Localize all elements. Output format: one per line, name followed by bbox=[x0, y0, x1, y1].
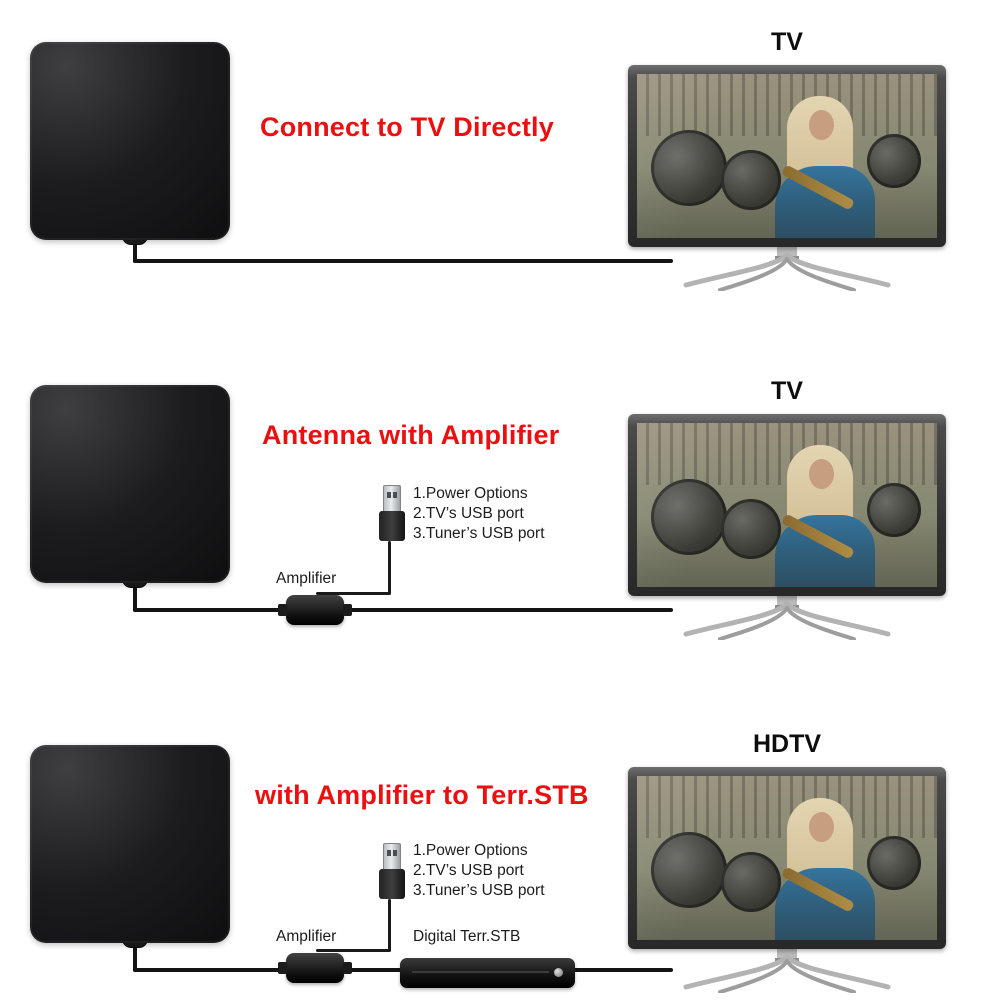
scene-shield bbox=[867, 483, 921, 537]
scene-haze bbox=[637, 870, 937, 940]
scene-banners bbox=[637, 423, 937, 485]
tv-screen-image bbox=[637, 74, 937, 238]
scene-shield bbox=[651, 130, 727, 206]
tv-label: TV bbox=[771, 377, 803, 405]
scene-figure-face bbox=[809, 110, 834, 140]
scene-figure-hair bbox=[787, 798, 853, 914]
scene-shield bbox=[721, 852, 781, 912]
section-title: with Amplifier to Terr.STB bbox=[255, 780, 589, 810]
tv-screen-image bbox=[637, 423, 937, 587]
usb-option: 1.Power Options bbox=[413, 842, 528, 859]
usb-option: 3.Tuner’s USB port bbox=[413, 881, 545, 899]
usb-options-list: 1.Power Options 2.TV’s USB port 3.Tuner’… bbox=[413, 484, 545, 543]
usb-plug-body bbox=[379, 869, 405, 899]
usb-cable-vertical bbox=[388, 899, 391, 951]
scene-shield bbox=[651, 832, 727, 908]
scene-horn bbox=[780, 866, 856, 913]
set-top-box bbox=[400, 958, 575, 988]
amplifier-box bbox=[278, 953, 352, 983]
scene-shield bbox=[651, 479, 727, 555]
usb-option: 1.Power Options bbox=[413, 485, 528, 502]
scene-figure-dress bbox=[775, 166, 875, 238]
scene-figure-hair bbox=[787, 445, 853, 561]
amplifier-label: Amplifier bbox=[276, 570, 337, 587]
scene-shield bbox=[867, 836, 921, 890]
usb-options-list: 1.Power Options 2.TV’s USB port 3.Tuner’… bbox=[413, 841, 545, 900]
cable-vertical bbox=[133, 946, 137, 972]
antenna-panel bbox=[30, 42, 230, 240]
amplifier-box bbox=[278, 595, 352, 625]
scene-shield bbox=[721, 499, 781, 559]
tv-screen-image bbox=[637, 776, 937, 940]
cable-vertical bbox=[133, 586, 137, 612]
cable-horizontal bbox=[133, 608, 673, 612]
amplifier-label: Amplifier bbox=[276, 928, 337, 945]
tv-label: TV bbox=[771, 28, 803, 56]
tv-stand bbox=[683, 596, 891, 640]
usb-plug-metal bbox=[383, 485, 401, 511]
usb-plug-metal bbox=[383, 843, 401, 869]
section-title: Antenna with Amplifier bbox=[262, 420, 560, 450]
scene-figure-face bbox=[809, 812, 834, 842]
usb-plug-body bbox=[379, 511, 405, 541]
scene-banners bbox=[637, 776, 937, 838]
scene-horn bbox=[780, 164, 856, 211]
section-connect-direct: Connect to TV Directly TV bbox=[0, 0, 1000, 345]
cable-vertical bbox=[133, 243, 137, 263]
scene-figure-dress bbox=[775, 868, 875, 940]
usb-option: 3.Tuner’s USB port bbox=[413, 524, 545, 542]
scene-figure-hair bbox=[787, 96, 853, 212]
scene-haze bbox=[637, 517, 937, 587]
tv-label: HDTV bbox=[752, 730, 822, 758]
usb-cable-vertical bbox=[388, 541, 391, 594]
scene-banners bbox=[637, 74, 937, 136]
usb-option: 2.TV’s USB port bbox=[413, 504, 524, 522]
tv-stand bbox=[683, 247, 891, 291]
tv-stand bbox=[683, 949, 891, 993]
usb-plug-icon bbox=[379, 485, 405, 541]
scene-horn bbox=[780, 513, 856, 560]
cable-horizontal bbox=[133, 259, 673, 263]
usb-option: 2.TV’s USB port bbox=[413, 861, 524, 879]
tv-unit: TV bbox=[628, 377, 946, 640]
scene-figure-face bbox=[809, 459, 834, 489]
usb-cable-horizontal bbox=[316, 949, 391, 952]
usb-plug-icon bbox=[379, 843, 405, 899]
stb-label: Digital Terr.STB bbox=[413, 928, 521, 945]
scene-figure-dress bbox=[775, 515, 875, 587]
section-amplifier-stb: with Amplifier to Terr.STB 1.Power Optio… bbox=[0, 700, 1000, 1000]
tv-unit: HDTV bbox=[628, 730, 946, 993]
section-with-amplifier: Antenna with Amplifier 1.Power Options 2… bbox=[0, 345, 1000, 700]
scene-haze bbox=[637, 168, 937, 238]
section-title: Connect to TV Directly bbox=[260, 112, 554, 142]
tv-bezel bbox=[628, 414, 946, 596]
tv-bezel bbox=[628, 65, 946, 247]
antenna-panel bbox=[30, 385, 230, 583]
antenna-panel bbox=[30, 745, 230, 943]
usb-cable-horizontal bbox=[316, 592, 391, 595]
scene-shield bbox=[721, 150, 781, 210]
tv-bezel bbox=[628, 767, 946, 949]
tv-unit: TV bbox=[628, 28, 946, 291]
scene-shield bbox=[867, 134, 921, 188]
